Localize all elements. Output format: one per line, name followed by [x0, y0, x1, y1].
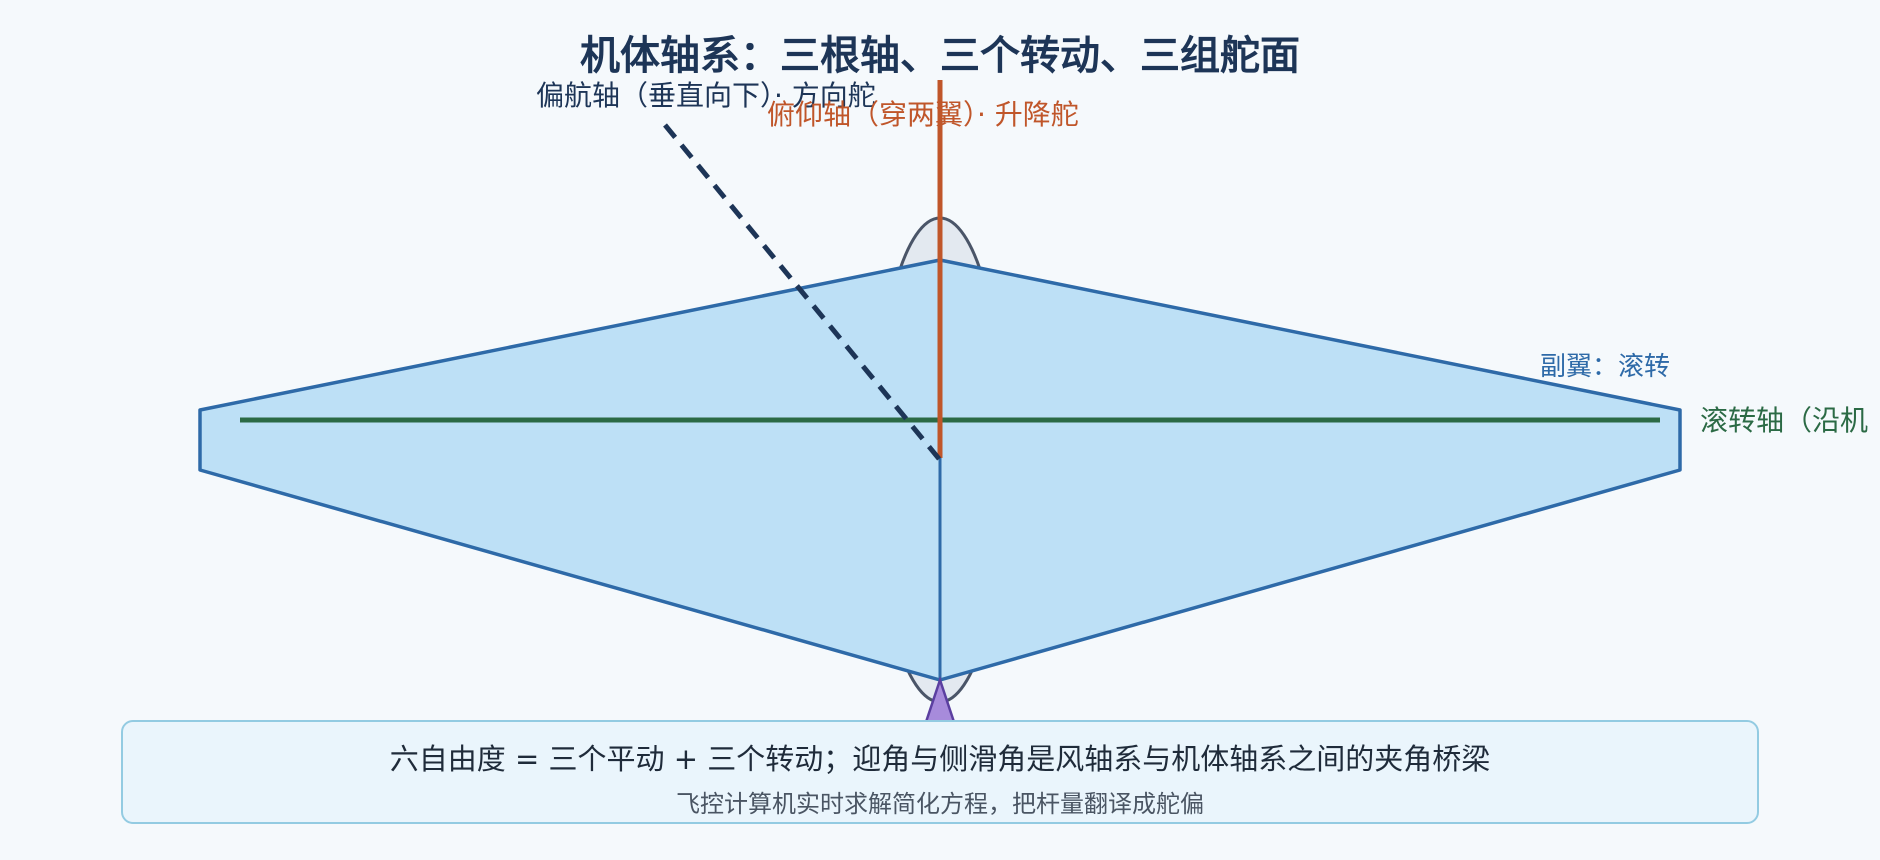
- diagram-title: 机体轴系：三根轴、三个转动、三组舵面: [580, 33, 1300, 79]
- aileron-label: 副翼：滚转: [1540, 352, 1670, 382]
- summary-note-main: 六自由度 = 三个平动 + 三个转动；迎角与侧滑角是风轴系与机体轴系之间的夹角桥…: [389, 742, 1491, 776]
- pitch-axis-label: 俯仰轴（穿两翼）· 升降舵: [767, 98, 1079, 131]
- summary-note-sub: 飞控计算机实时求解简化方程，把杆量翻译成舵偏: [676, 790, 1204, 818]
- yaw-axis-label: 偏航轴（垂直向下）· 方向舵: [536, 79, 876, 112]
- roll-axis-label: 滚转轴（沿机: [1700, 404, 1868, 437]
- yaw-axis-line: [663, 123, 942, 462]
- summary-note: 六自由度 = 三个平动 + 三个转动；迎角与侧滑角是风轴系与机体轴系之间的夹角桥…: [121, 720, 1759, 824]
